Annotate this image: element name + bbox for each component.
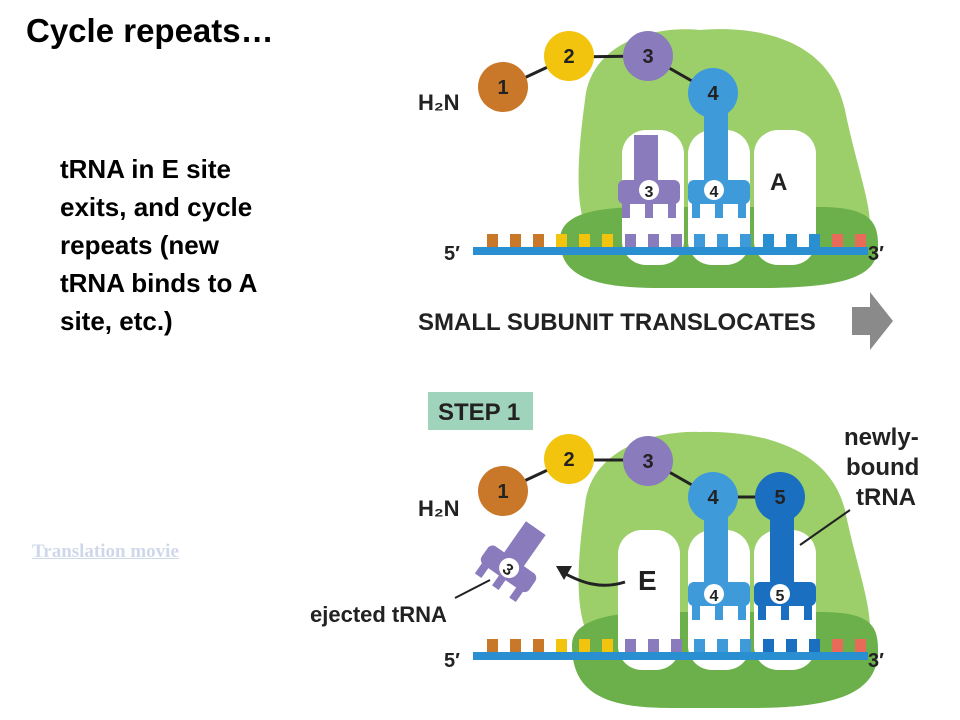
codon-peg xyxy=(694,234,705,247)
body-line: exits, and cycle xyxy=(60,192,253,222)
a-site-pocket xyxy=(754,130,816,265)
codon-peg xyxy=(671,639,682,652)
ejected-leader-line xyxy=(454,579,491,599)
svg-text:3: 3 xyxy=(642,46,653,68)
trna-4: 4 xyxy=(688,510,750,620)
codon-peg xyxy=(855,234,866,247)
svg-text:4: 4 xyxy=(707,487,719,509)
codon-peg xyxy=(717,234,728,247)
codon-peg xyxy=(556,234,567,247)
svg-text:3: 3 xyxy=(642,451,653,473)
mrna-strand xyxy=(473,247,868,255)
codon-peg xyxy=(717,639,728,652)
codon-peg xyxy=(832,639,843,652)
top-panel: A 3 4 H₂N 1 2 3 4 5′ xyxy=(418,29,893,350)
five-prime-label: 5′ xyxy=(444,650,460,672)
codon-peg xyxy=(763,234,774,247)
mrna-strand xyxy=(473,652,868,660)
five-prime-label: 5′ xyxy=(444,243,460,265)
trna-3: 3 xyxy=(618,135,680,218)
codon-peg xyxy=(809,639,820,652)
amino-acid-5: 5 xyxy=(755,472,805,522)
step-badge xyxy=(428,392,533,430)
a-site-label: A xyxy=(770,169,787,196)
codon-peg xyxy=(487,639,498,652)
amino-acid-3: 3 xyxy=(623,31,673,81)
trna-label: 4 xyxy=(710,588,719,605)
n-terminus-label: H₂N xyxy=(418,496,460,521)
codon-peg xyxy=(809,234,820,247)
translation-movie-link[interactable]: Translation movie xyxy=(32,541,179,562)
new-trna-label-line: tRNA xyxy=(856,484,916,511)
amino-acid-4: 4 xyxy=(688,472,738,522)
trna-label: 5 xyxy=(776,588,785,605)
amino-acid-2: 2 xyxy=(544,434,594,484)
codon-peg xyxy=(740,234,751,247)
amino-acid-3: 3 xyxy=(623,436,673,486)
amino-acid-1: 1 xyxy=(478,466,528,516)
e-site-label: E xyxy=(638,565,657,596)
codon-peg xyxy=(648,234,659,247)
codon-peg xyxy=(602,234,613,247)
translocation-caption: SMALL SUBUNIT TRANSLOCATES xyxy=(418,309,816,336)
body-line: tRNA in E site xyxy=(60,154,231,184)
slide-title: Cycle repeats… xyxy=(26,12,274,49)
codon-peg xyxy=(625,234,636,247)
trna-4: 4 xyxy=(688,110,750,218)
svg-text:5: 5 xyxy=(774,487,785,509)
bottom-panel: STEP 1 E 4 5 xyxy=(310,392,919,708)
codon-peg xyxy=(763,639,774,652)
new-trna-leader-line xyxy=(799,509,851,546)
svg-text:1: 1 xyxy=(497,77,508,99)
codon-peg xyxy=(487,234,498,247)
svg-text:4: 4 xyxy=(707,83,719,105)
trna-label: 3 xyxy=(645,184,654,201)
e-site-pocket xyxy=(618,530,680,670)
codon-peg xyxy=(510,639,521,652)
codon-peg xyxy=(579,234,590,247)
svg-text:2: 2 xyxy=(563,46,574,68)
ejection-arrow xyxy=(561,570,626,587)
three-prime-label: 3′ xyxy=(868,243,884,265)
arrowhead-icon xyxy=(556,566,572,580)
codon-peg xyxy=(533,234,544,247)
three-prime-label: 3′ xyxy=(868,650,884,672)
trna-label: 4 xyxy=(710,184,719,201)
n-terminus-label: H₂N xyxy=(418,90,460,115)
codon-peg xyxy=(832,234,843,247)
trna-5: 5 xyxy=(754,510,816,620)
codon-peg xyxy=(648,639,659,652)
codon-peg xyxy=(510,234,521,247)
step-label: STEP 1 xyxy=(438,399,520,426)
body-line: repeats (new xyxy=(60,230,219,260)
svg-text:2: 2 xyxy=(563,449,574,471)
ejected-trna-label: ejected tRNA xyxy=(310,602,447,627)
amino-acid-4: 4 xyxy=(688,68,738,118)
amino-acid-1: 1 xyxy=(478,62,528,112)
new-trna-label-line: newly- xyxy=(844,424,919,451)
codon-peg xyxy=(671,234,682,247)
body-line: site, etc.) xyxy=(60,306,173,336)
new-trna-label-line: bound xyxy=(846,454,919,481)
codon-peg xyxy=(740,639,751,652)
svg-text:1: 1 xyxy=(497,481,508,503)
codon-peg xyxy=(625,639,636,652)
codon-peg xyxy=(786,639,797,652)
body-line: tRNA binds to A xyxy=(60,268,258,298)
slide-body: tRNA in E site exits, and cycle repeats … xyxy=(60,150,330,340)
codon-peg xyxy=(556,639,567,652)
codon-peg xyxy=(602,639,613,652)
right-arrow-icon xyxy=(852,292,893,350)
ejected-trna-3: 3 xyxy=(474,521,546,603)
mrna-codons xyxy=(487,234,866,247)
codon-peg xyxy=(533,639,544,652)
mrna-codons xyxy=(487,639,866,652)
amino-acid-2: 2 xyxy=(544,31,594,81)
codon-peg xyxy=(694,639,705,652)
codon-peg xyxy=(579,639,590,652)
codon-peg xyxy=(786,234,797,247)
codon-peg xyxy=(855,639,866,652)
